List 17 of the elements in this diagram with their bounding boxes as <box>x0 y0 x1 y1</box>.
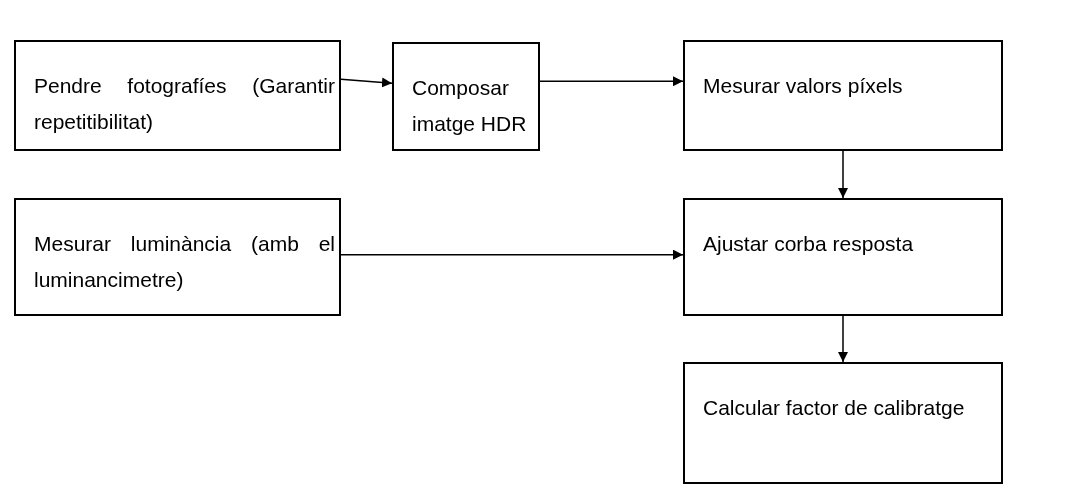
process-box <box>14 198 341 316</box>
process-box <box>683 198 1003 316</box>
step-text: Calcular factor de calibratge <box>703 395 966 421</box>
step-text: Composar imatge HDR <box>412 75 528 137</box>
arrow <box>838 315 848 363</box>
process-box <box>392 42 540 151</box>
arrow <box>340 249 684 260</box>
step-text: Ajustar corba resposta <box>703 231 915 257</box>
step-text: Pendre fotografíes (Garantir repetitibilitat) <box>34 73 335 135</box>
process-box <box>683 362 1003 484</box>
process-box <box>683 40 1003 151</box>
arrow <box>340 77 393 88</box>
step-text: Mesurar luminància (amb el luminancimetre) <box>34 231 335 293</box>
arrow <box>539 76 684 87</box>
process-box <box>14 40 341 151</box>
arrow <box>838 150 848 199</box>
step-text: Mesurar valors píxels <box>703 73 904 99</box>
